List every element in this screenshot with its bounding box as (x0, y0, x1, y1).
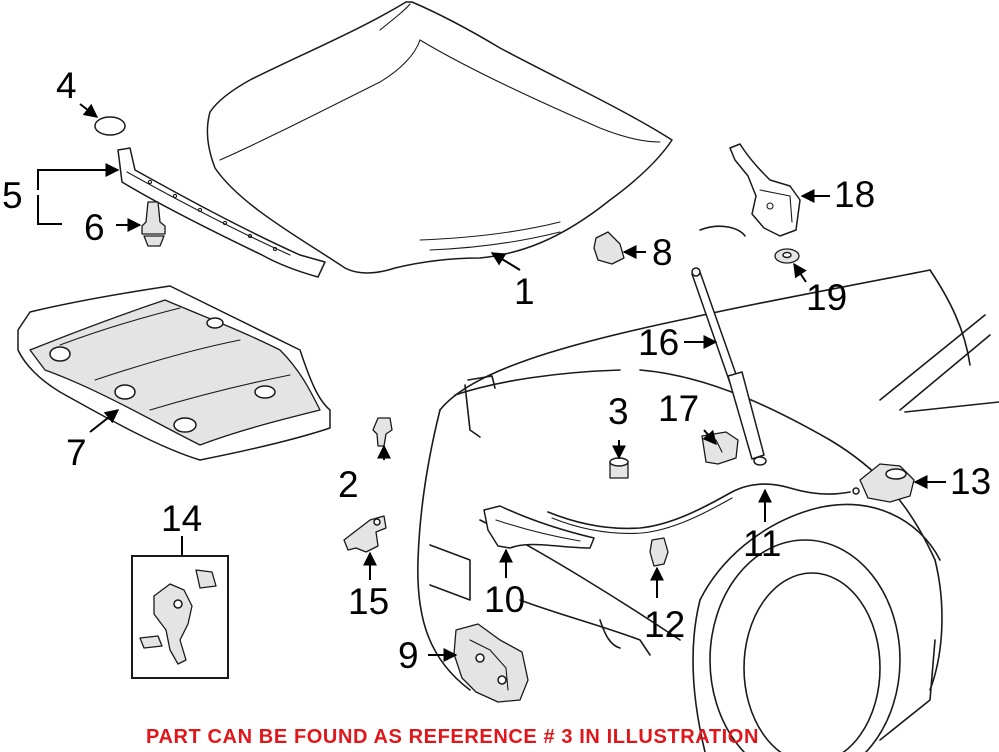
washer-part (774, 248, 800, 264)
callout-5: 5 (2, 175, 23, 216)
leader-lines (37, 103, 946, 662)
callout-16: 16 (638, 322, 679, 363)
callout-18: 18 (834, 174, 875, 215)
callout-8: 8 (652, 232, 673, 273)
callout-4: 4 (56, 65, 77, 106)
callout-labels: 1 2 3 4 5 6 7 8 9 10 11 12 13 14 15 16 1… (2, 65, 991, 676)
callout-17: 17 (658, 388, 699, 429)
hood-bumper-part (609, 457, 629, 479)
release-cable-part (547, 483, 860, 534)
engine-under-cover-part (17, 285, 331, 461)
callout-10: 10 (484, 579, 525, 620)
hood-latch-part (453, 623, 529, 703)
release-handle-part (859, 463, 915, 503)
footer-note: PART CAN BE FOUND AS REFERENCE # 3 IN IL… (146, 726, 759, 748)
callout-14: 14 (161, 498, 202, 539)
callout-13: 13 (950, 461, 991, 502)
retainer-clip-part (372, 417, 393, 447)
callout-12: 12 (644, 604, 685, 645)
callout-1: 1 (514, 271, 535, 312)
callout-7: 7 (66, 432, 87, 473)
hood-seal-part (117, 147, 326, 278)
lift-support-part (691, 267, 767, 466)
latch-kit-inset (131, 555, 229, 679)
latch-bracket-part (343, 515, 387, 553)
strut-bracket-part (701, 431, 739, 465)
callout-9: 9 (398, 635, 419, 676)
callout-3: 3 (608, 391, 629, 432)
callout-11: 11 (743, 523, 781, 564)
hood-part (206, 1, 673, 274)
push-clip-part (141, 201, 166, 247)
callout-6: 6 (84, 207, 105, 248)
callout-2: 2 (338, 464, 359, 505)
lock-support-part (483, 505, 595, 549)
cable-clip-part (649, 537, 669, 567)
clip-bracket-part (593, 231, 625, 265)
seal-ring-part (94, 116, 126, 136)
callout-19: 19 (806, 277, 847, 318)
hood-hinge-part (729, 143, 801, 237)
callout-15: 15 (348, 581, 389, 622)
